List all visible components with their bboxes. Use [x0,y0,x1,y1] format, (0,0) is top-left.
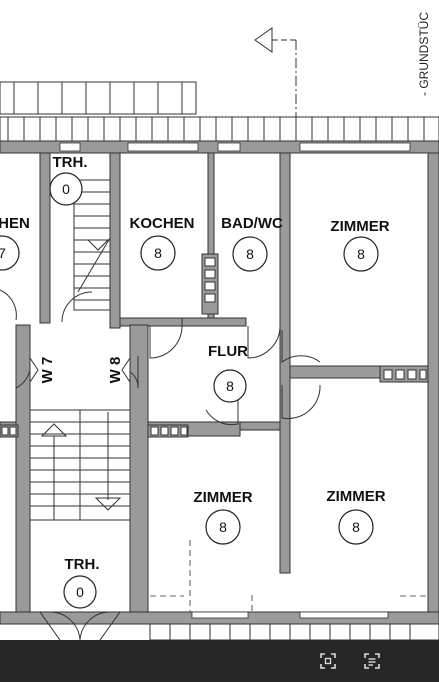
room-name-kuechen-left: HEN [0,215,30,232]
stair-upper [61,179,111,323]
room-labels: TRH.0HEN7KOCHEN8BAD/WC8ZIMMER8FLUR8ZIMME… [0,154,390,609]
fullscreen-button[interactable] [317,650,339,672]
eave-bottom [149,623,439,640]
room-name-trh-top: TRH. [53,154,88,171]
room-number-zimmer-bottom-right: 8 [352,519,360,535]
property-line [254,27,297,150]
stair-lower [29,409,131,640]
room-number-circle [343,236,379,272]
room-number-kuechen-left: 7 [0,245,6,261]
room-number-circle [49,172,83,206]
vent-shaft [0,253,429,438]
wall-label-w7: W 7 [39,357,56,384]
room-number-badwc: 8 [246,246,254,262]
windows [59,142,411,619]
caption-icon [364,653,380,669]
floor-plan: - GRUNDSTÜC [0,12,439,640]
room-number-trh-bottom: 0 [76,584,84,600]
dashed-lines [150,540,428,612]
room-name-zimmer-top-right: ZIMMER [330,218,389,235]
room-number-circle [213,369,247,403]
room-number-trh-top: 0 [62,181,70,197]
room-name-zimmer-bottom-right: ZIMMER [326,488,385,505]
room-name-zimmer-mid: ZIMMER [193,489,252,506]
wall-markers [29,356,131,384]
roof-band [0,81,439,142]
caption-button[interactable] [361,650,383,672]
fullscreen-icon [320,653,336,669]
room-number-zimmer-top-right: 8 [357,246,365,262]
room-number-circle [205,509,241,545]
room-number-kochen: 8 [154,245,162,261]
door-swings [0,289,321,426]
room-name-trh-bottom: TRH. [65,556,100,573]
wall-label-w8: W 8 [107,357,124,384]
viewer-toolbar [0,640,439,682]
property-edge-label: - GRUNDSTÜC [417,12,431,96]
room-number-circle [0,235,20,271]
room-number-flur: 8 [226,378,234,394]
room-name-kochen: KOCHEN [129,215,194,232]
room-name-badwc: BAD/WC [221,215,283,232]
room-number-circle [232,236,268,272]
room-number-zimmer-mid: 8 [219,519,227,535]
room-number-circle [140,235,176,271]
room-number-circle [338,509,374,545]
room-name-flur: FLUR [208,343,248,360]
room-number-circle [63,575,97,609]
